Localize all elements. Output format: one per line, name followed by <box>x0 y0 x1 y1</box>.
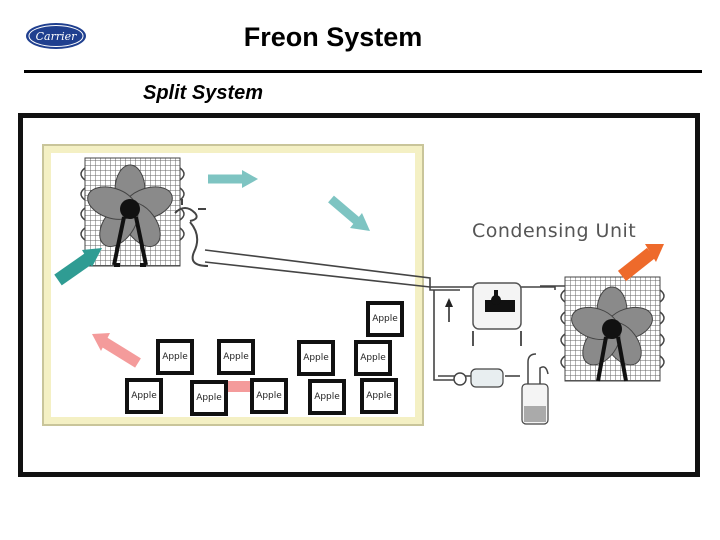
condensing-unit-label: Condensing Unit <box>472 220 637 242</box>
apple-label: Apple <box>190 380 228 416</box>
compressor-icon <box>472 282 522 346</box>
apple-label: Apple <box>366 301 404 337</box>
supply-air-arrow <box>208 170 258 188</box>
page-title: Freon System <box>243 22 423 52</box>
accumulator-icon <box>521 353 549 425</box>
diagram-subtitle: Split System <box>143 82 264 104</box>
warm-air-arrow-tail <box>228 381 252 392</box>
return-air-arrow <box>54 248 102 286</box>
apple-label: Apple <box>308 379 346 415</box>
apple-label: Apple <box>156 339 194 375</box>
apple-label: Apple <box>297 340 335 376</box>
warm-air-arrow <box>92 333 141 368</box>
compressor-flow-arrow <box>445 298 453 322</box>
carrier-logo: Carrier <box>26 23 86 49</box>
logo-text: Carrier <box>36 30 78 43</box>
condenser-fan-icon <box>571 286 653 382</box>
apple-label: Apple <box>217 339 255 375</box>
supply-air-arrow <box>328 195 370 231</box>
evaporator-fan-icon <box>87 164 173 267</box>
title-divider <box>24 70 702 73</box>
expansion-valve-icon <box>174 199 209 267</box>
apple-label: Apple <box>250 378 288 414</box>
apple-label: Apple <box>125 378 163 414</box>
apple-label: Apple <box>354 340 392 376</box>
filter-drier-icon <box>453 368 504 388</box>
apple-label: Apple <box>360 378 398 414</box>
hot-exhaust-arrow <box>617 244 664 282</box>
